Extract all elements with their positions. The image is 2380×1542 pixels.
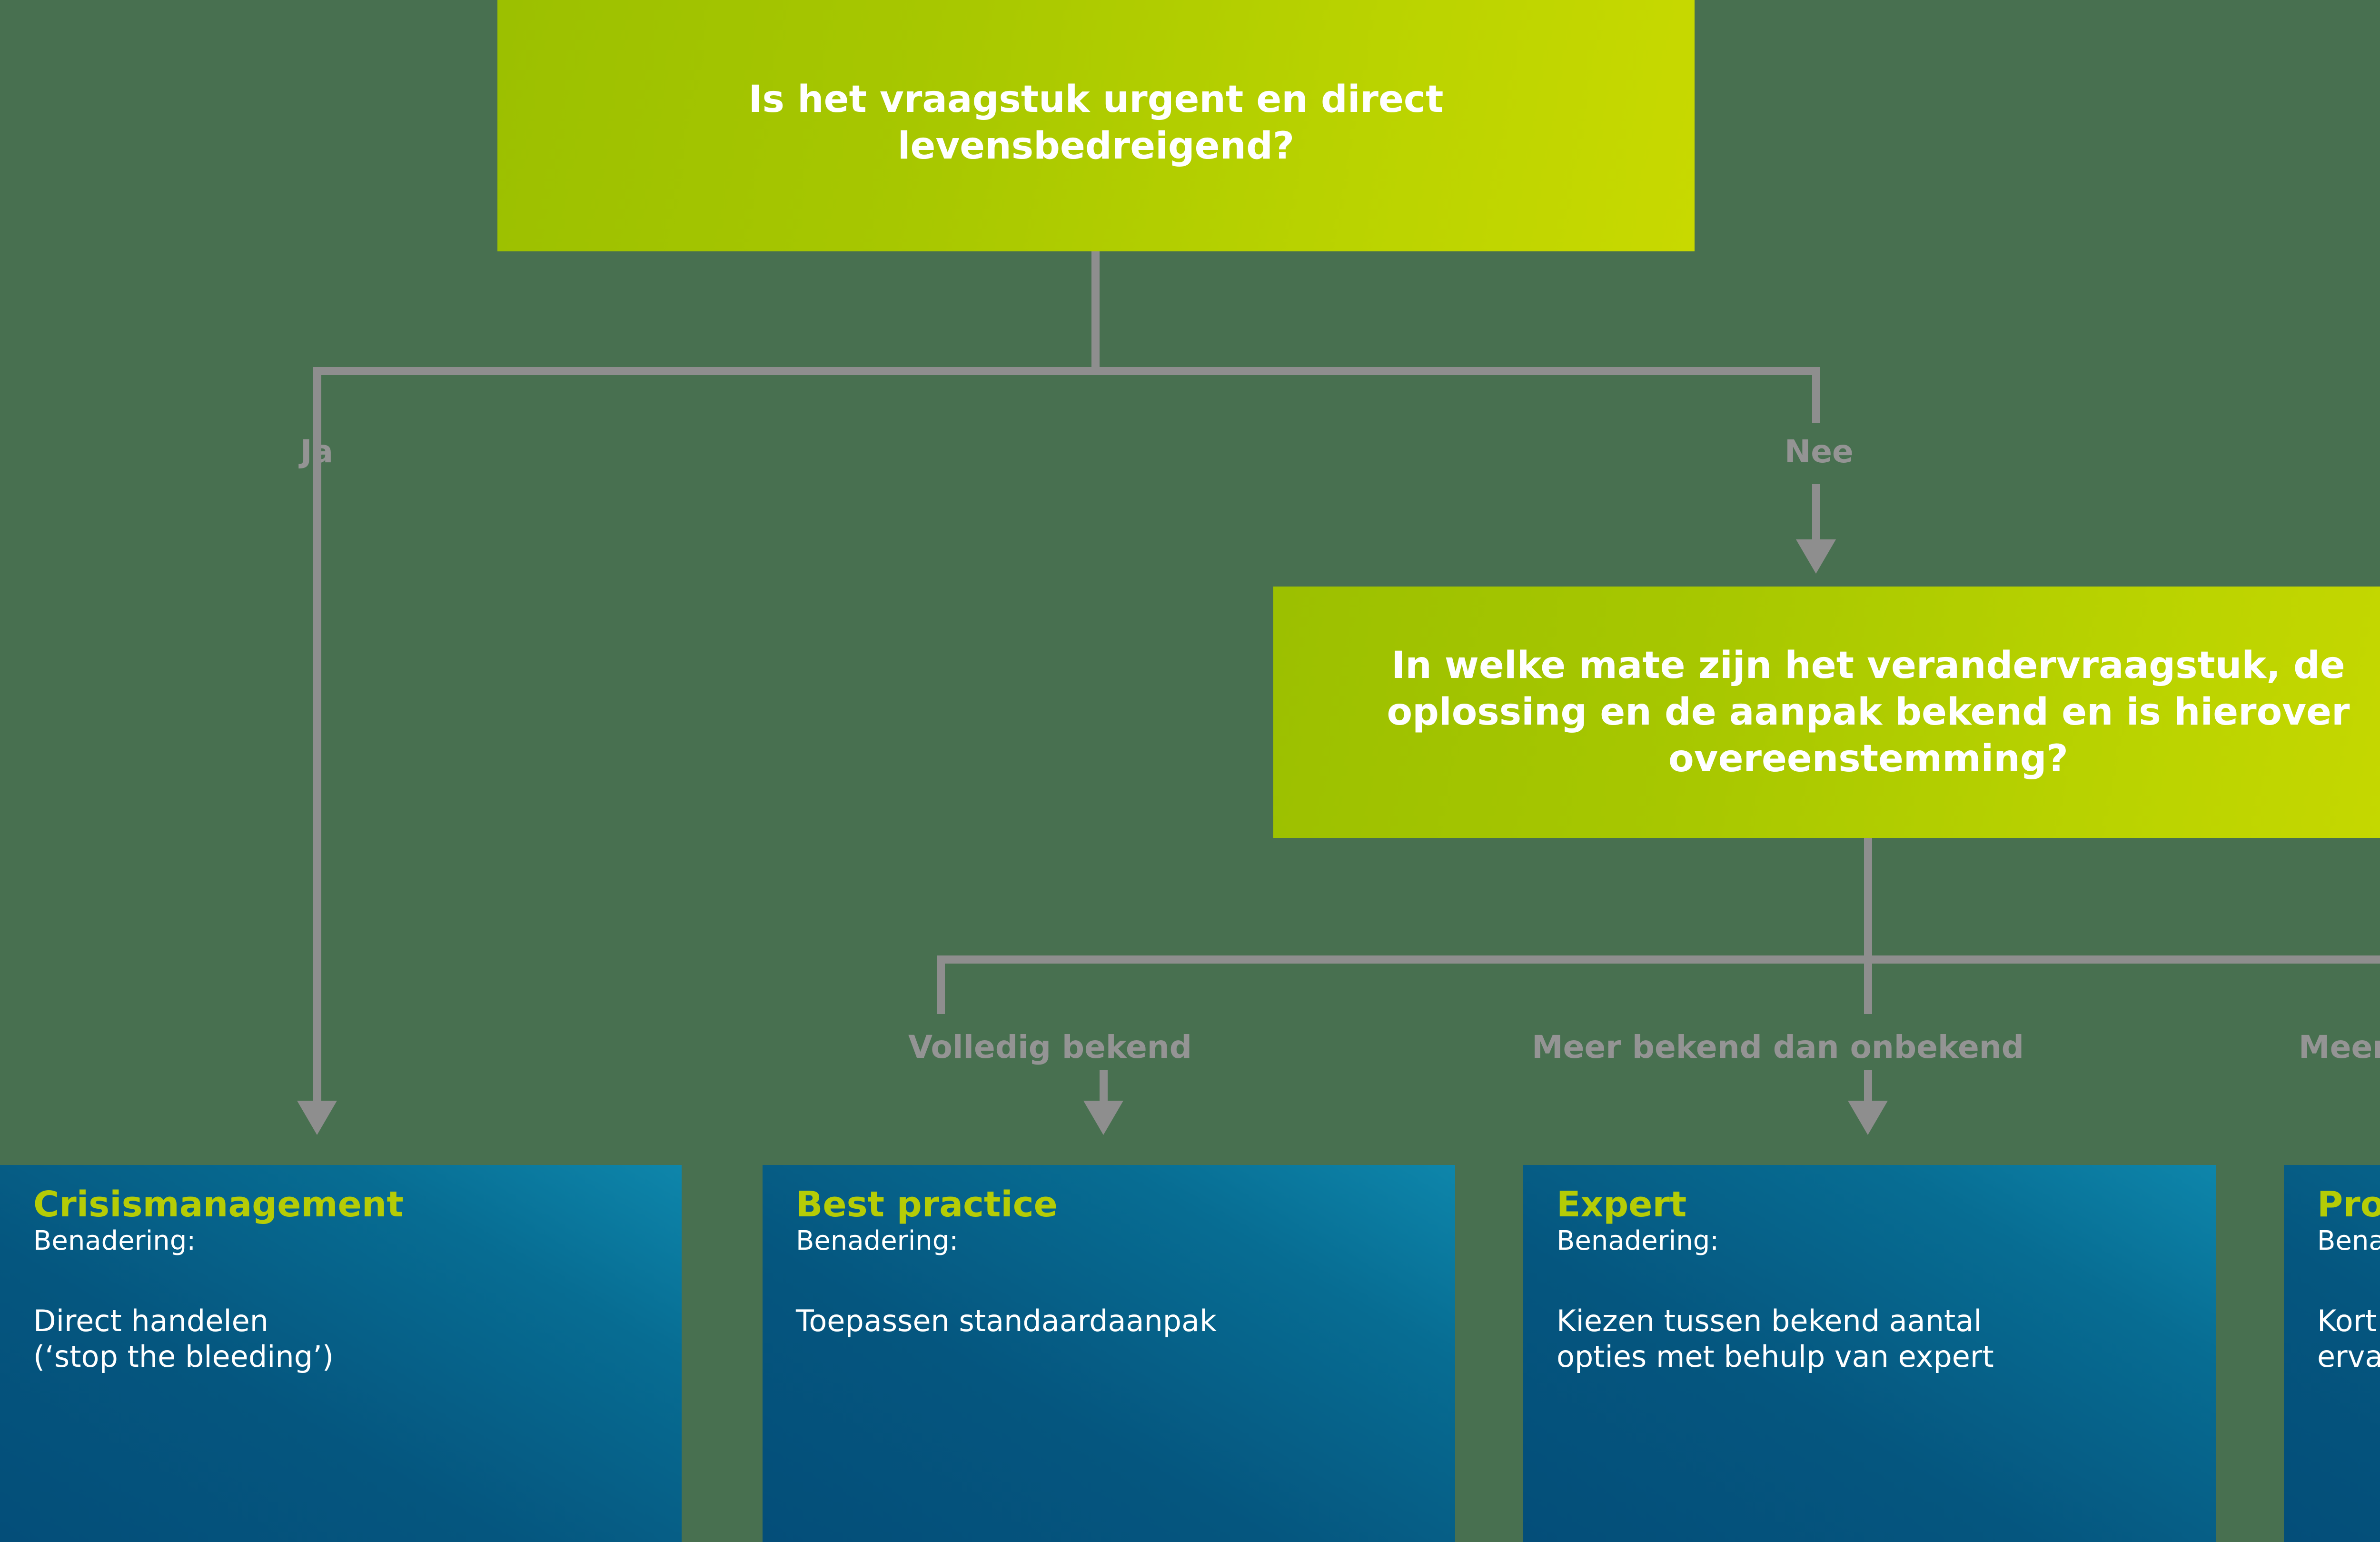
outcome-subtitle: Benadering: xyxy=(796,1225,959,1256)
arrow-head-meer-bekend xyxy=(1848,1101,1888,1135)
arrow-head-volledig-bekend xyxy=(1083,1101,1123,1135)
arrow-head-nee xyxy=(1796,539,1836,574)
branch-label-volledig-bekend: Volledig bekend xyxy=(908,1029,1192,1065)
outcome-body-line-2: ervaren, aanpassen etc. xyxy=(2317,1339,2380,1374)
connector-volledig-drop xyxy=(937,955,945,1014)
branch-label-nee: Nee xyxy=(1785,433,1854,470)
decision-box-urgent-text: Is het vraagstuk urgent en direct levens… xyxy=(748,78,1444,168)
outcome-box-crisismanagement[interactable]: Crisismanagement Benadering: Direct hand… xyxy=(0,1165,682,1542)
connector-ja-shaft xyxy=(313,423,321,1102)
connector-root-split xyxy=(313,367,1820,375)
connector-nee-shaft xyxy=(1812,484,1820,540)
arrow-head-ja xyxy=(297,1101,337,1135)
connector-meer-bekend-drop xyxy=(1864,955,1872,1014)
branch-label-meer-onbekend-dan-bekend: Meer onbekend dan bekend xyxy=(2299,1029,2380,1065)
connector-ja-drop xyxy=(313,367,321,423)
outcome-box-best-practice[interactable]: Best practice Benadering: Toepassen stan… xyxy=(763,1165,1455,1542)
outcome-title: Best practice xyxy=(796,1184,1058,1225)
connector-bekend-stem xyxy=(1864,838,1872,960)
outcome-subtitle: Benadering: xyxy=(33,1225,196,1256)
decision-box-urgent[interactable]: Is het vraagstuk urgent en direct levens… xyxy=(497,0,1695,251)
outcome-box-expert[interactable]: Expert Benadering: Kiezen tussen bekend … xyxy=(1523,1165,2216,1542)
connector-bekend-split xyxy=(937,955,2380,964)
outcome-body-line-2: (‘stop the bleeding’) xyxy=(33,1339,334,1374)
outcome-body-line-1: Toepassen standaardaanpak xyxy=(796,1303,1217,1339)
decision-box-bekend[interactable]: In welke mate zijn het verandervraagstuk… xyxy=(1273,587,2380,838)
connector-root-stem xyxy=(1091,251,1100,375)
connector-nee-drop xyxy=(1812,367,1820,423)
outcome-title: Crisismanagement xyxy=(33,1184,404,1225)
outcome-title: Proefondervindelijke xyxy=(2317,1184,2380,1225)
connector-meer-bekend-shaft xyxy=(1864,1070,1872,1104)
outcome-subtitle: Benadering: xyxy=(1557,1225,1719,1256)
branch-label-meer-bekend-dan-onbekend: Meer bekend dan onbekend xyxy=(1532,1029,2024,1065)
outcome-subtitle: Benadering: xyxy=(2317,1225,2380,1256)
outcome-body-line-1: Kort cyclisch bedenken, xyxy=(2317,1303,2380,1339)
outcome-body-line-2: opties met behulp van expert xyxy=(1557,1339,1994,1374)
outcome-body-line-1: Kiezen tussen bekend aantal xyxy=(1557,1303,1982,1339)
outcome-box-proefondervindelijke[interactable]: Proefondervindelijke Benadering: Kort cy… xyxy=(2284,1165,2380,1542)
connector-volledig-shaft xyxy=(1100,1070,1108,1104)
decision-box-bekend-text: In welke mate zijn het verandervraagstuk… xyxy=(1387,644,2350,781)
outcome-body-line-1: Direct handelen xyxy=(33,1303,269,1339)
outcome-title: Expert xyxy=(1557,1184,1687,1225)
